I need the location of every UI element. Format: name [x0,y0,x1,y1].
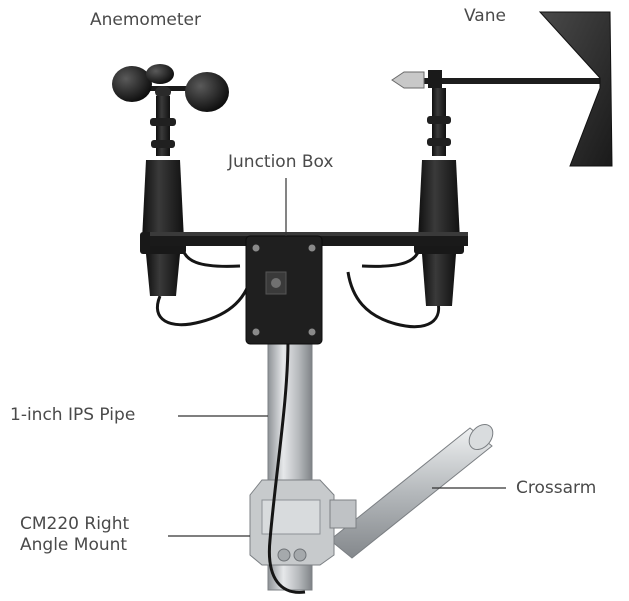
wind-vane [391,11,613,167]
junction-box [245,235,323,345]
label-anemometer: Anemometer [90,10,201,30]
leader-lines [168,178,506,537]
vane-body [414,88,464,306]
label-vane: Vane [464,6,506,26]
anemometer-body [140,96,186,296]
label-ips-pipe: 1-inch IPS Pipe [10,405,136,425]
label-mount-line1: CM220 Right [20,514,130,534]
right-angle-mount [249,479,357,566]
label-mount-line2: Angle Mount [20,535,128,556]
label-junction-box: Junction Box [228,152,334,172]
label-right-angle-mount: CM220 Right Angle Mount [20,514,129,557]
anemometer-cups [112,64,229,112]
label-crossarm: Crossarm [516,478,597,498]
crossarm-tube [329,423,494,559]
